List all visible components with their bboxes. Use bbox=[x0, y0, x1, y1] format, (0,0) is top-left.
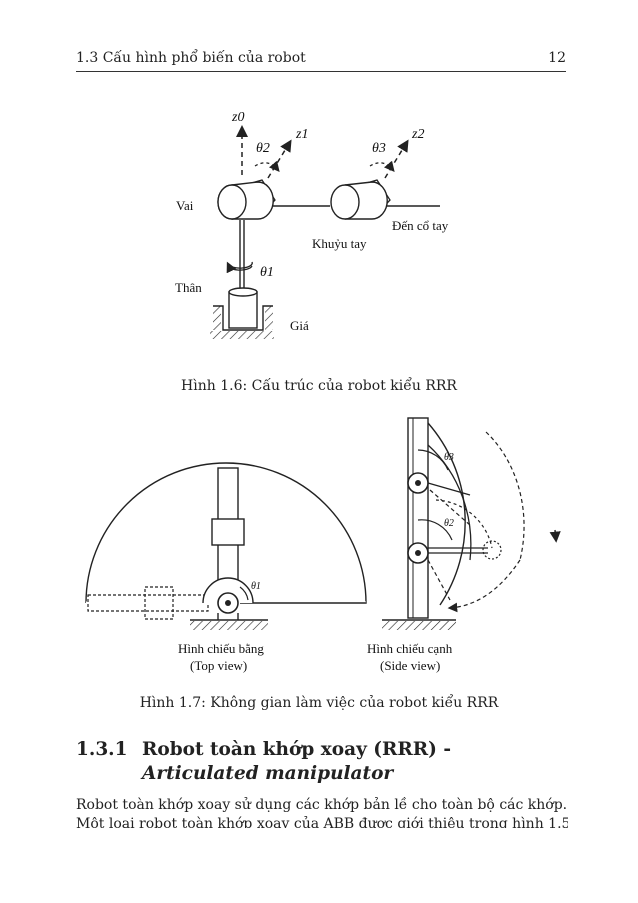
figure-1-7-caption: Hình 1.7: Không gian làm việc của robot … bbox=[139, 695, 499, 711]
z2-label: z2 bbox=[411, 127, 424, 142]
section-title-text: Robot toàn khớp xoay (RRR) - bbox=[142, 739, 452, 760]
body-label: Thân bbox=[175, 280, 202, 295]
figure-1-6-caption: Hình 1.6: Cấu trúc của robot kiểu RRR bbox=[181, 378, 457, 394]
theta3-label: θ3 bbox=[372, 141, 386, 156]
side-view-theta2: θ2 bbox=[444, 518, 454, 529]
body-line-1: Robot toàn khớp xoay sử dụng các khớp bả… bbox=[76, 797, 568, 813]
side-view-label: Hình chiếu cạnh bbox=[367, 641, 453, 656]
figure-1-6-diagram: z0 z1 z2 θ2 θ3 θ1 Vai Khuỷu tay Đến cổ t… bbox=[175, 110, 449, 339]
section-number: 1.3.1 bbox=[76, 739, 128, 760]
theta2-label: θ2 bbox=[256, 141, 270, 156]
header-rule bbox=[76, 71, 566, 72]
body-line-2: Một loại robot toàn khớp xoay của ABB đư… bbox=[76, 816, 568, 828]
shoulder-label: Vai bbox=[176, 198, 194, 213]
to-wrist-label: Đến cổ tay bbox=[392, 218, 449, 233]
top-view-label: Hình chiếu bằng bbox=[178, 641, 264, 656]
section-title-italic: Articulated manipulator bbox=[142, 763, 394, 784]
z0-label: z0 bbox=[231, 110, 244, 125]
side-view-theta3: θ3 bbox=[444, 452, 454, 463]
base-label: Giá bbox=[290, 318, 309, 333]
top-view-sublabel: (Top view) bbox=[190, 658, 247, 673]
theta1-label: θ1 bbox=[260, 265, 274, 280]
page-header: 1.3 Cấu hình phổ biến của robot 12 bbox=[76, 50, 566, 70]
figure-1-7-diagram: θ1 θ3 θ2 Hình chiếu bằng (Top view) Hình… bbox=[85, 417, 561, 673]
top-view-theta1: θ1 bbox=[251, 581, 261, 592]
z1-label: z1 bbox=[295, 127, 308, 142]
section-title: Robot toàn khớp xoay (RRR) - Articulated… bbox=[142, 738, 568, 786]
side-view-sublabel: (Side view) bbox=[380, 658, 440, 673]
elbow-label: Khuỷu tay bbox=[312, 236, 367, 251]
section-header: 1.3 Cấu hình phổ biến của robot bbox=[76, 50, 306, 66]
page-number: 12 bbox=[548, 50, 566, 66]
